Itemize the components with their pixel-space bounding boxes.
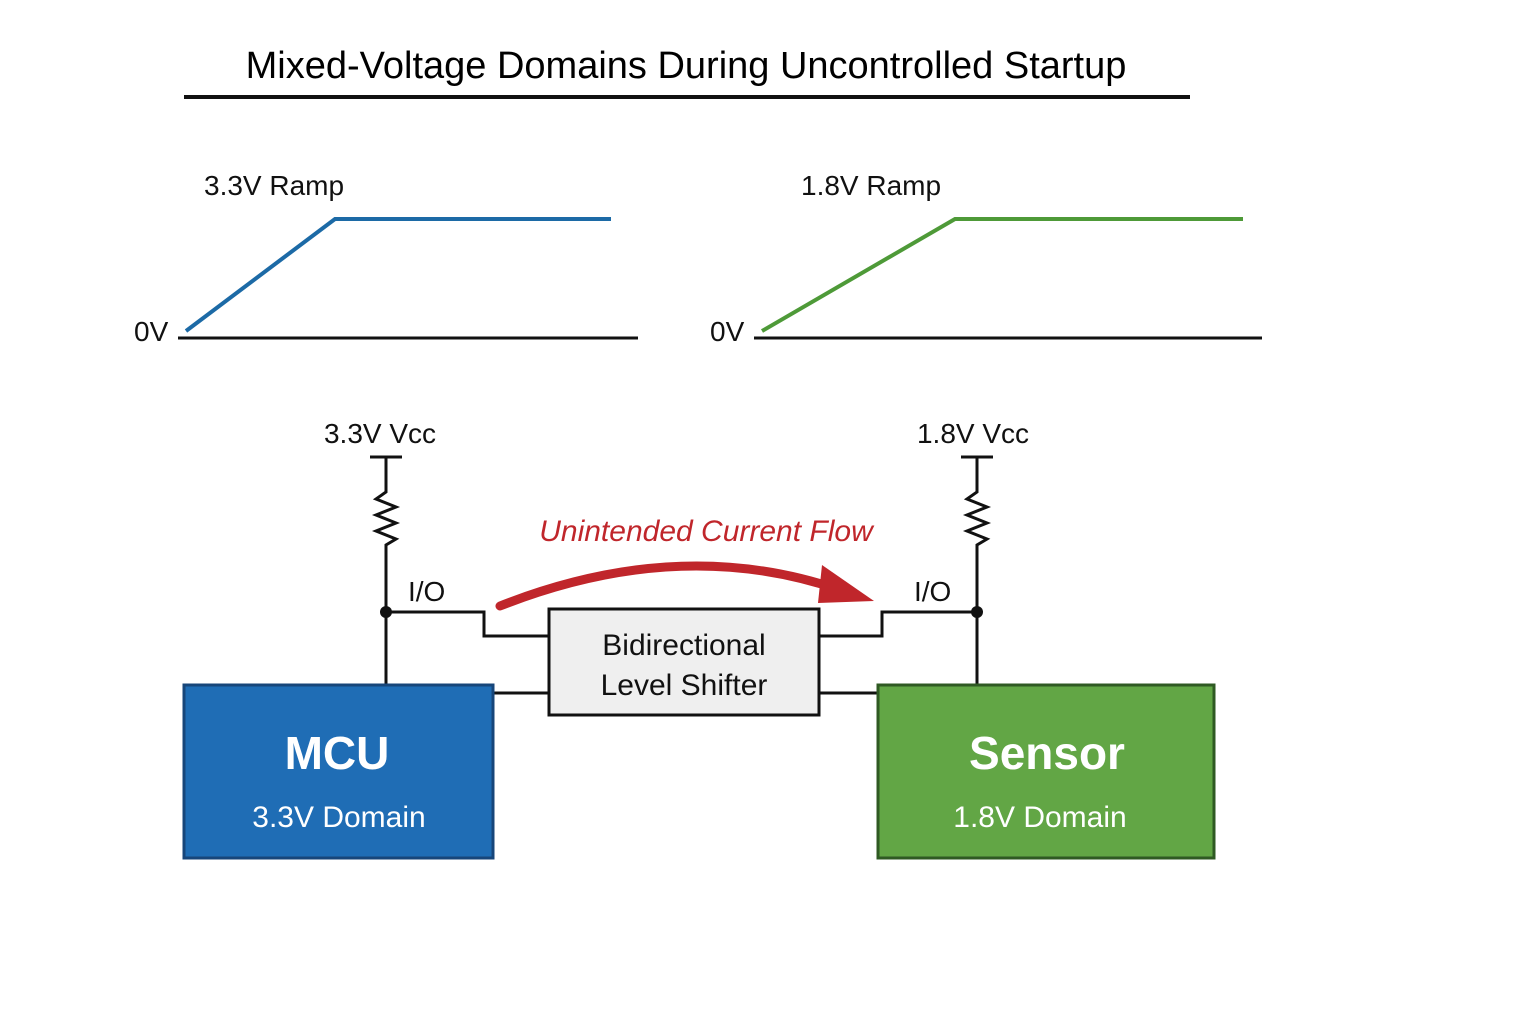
wire-right-io-to-shifter bbox=[819, 610, 977, 638]
mcu-title: MCU bbox=[285, 727, 390, 779]
sensor-title: Sensor bbox=[969, 727, 1125, 779]
current-flow-arrow-icon bbox=[495, 561, 845, 611]
ramp-1v8-waveform bbox=[760, 217, 1243, 333]
vcc-3v3-label: 3.3V Vcc bbox=[324, 418, 436, 449]
sensor-block: Sensor 1.8V Domain bbox=[876, 683, 1216, 860]
ramp-1v8-zero-label: 0V bbox=[710, 316, 745, 347]
mcu-box bbox=[182, 683, 495, 860]
wire-left-io-to-shifter bbox=[386, 610, 549, 638]
sensor-box bbox=[876, 683, 1216, 860]
level-shifter: Bidirectional Level Shifter bbox=[547, 607, 821, 717]
current-flow-annotation: Unintended Current Flow bbox=[495, 515, 875, 611]
io-label-right: I/O bbox=[914, 576, 951, 607]
ramp-3v3-zero-label: 0V bbox=[134, 316, 169, 347]
vcc-1v8-label: 1.8V Vcc bbox=[917, 418, 1029, 449]
ramp-3v3: 3.3V Ramp 0V bbox=[134, 170, 638, 347]
ramp-3v3-label: 3.3V Ramp bbox=[204, 170, 344, 201]
current-flow-label: Unintended Current Flow bbox=[539, 515, 875, 548]
level-shifter-box bbox=[547, 607, 821, 717]
ramp-1v8-label: 1.8V Ramp bbox=[801, 170, 941, 201]
mcu-subtitle: 3.3V Domain bbox=[252, 801, 425, 834]
mcu-block: MCU 3.3V Domain bbox=[182, 683, 495, 860]
sensor-subtitle: 1.8V Domain bbox=[953, 801, 1126, 834]
ramp-3v3-waveform bbox=[184, 217, 611, 333]
pullup-1v8: 1.8V Vcc I/O bbox=[819, 418, 1029, 685]
current-flow-arrowhead-icon bbox=[818, 565, 874, 603]
resistor-1v8-icon bbox=[962, 457, 992, 612]
ramp-1v8: 1.8V Ramp 0V bbox=[710, 170, 1262, 347]
pullup-3v3: 3.3V Vcc I/O bbox=[324, 418, 549, 685]
resistor-3v3-icon bbox=[371, 457, 401, 612]
level-shifter-line1: Bidirectional bbox=[602, 629, 765, 662]
io-label-left: I/O bbox=[408, 576, 445, 607]
diagram-title: Mixed-Voltage Domains During Uncontrolle… bbox=[246, 45, 1127, 87]
level-shifter-line2: Level Shifter bbox=[601, 669, 768, 702]
